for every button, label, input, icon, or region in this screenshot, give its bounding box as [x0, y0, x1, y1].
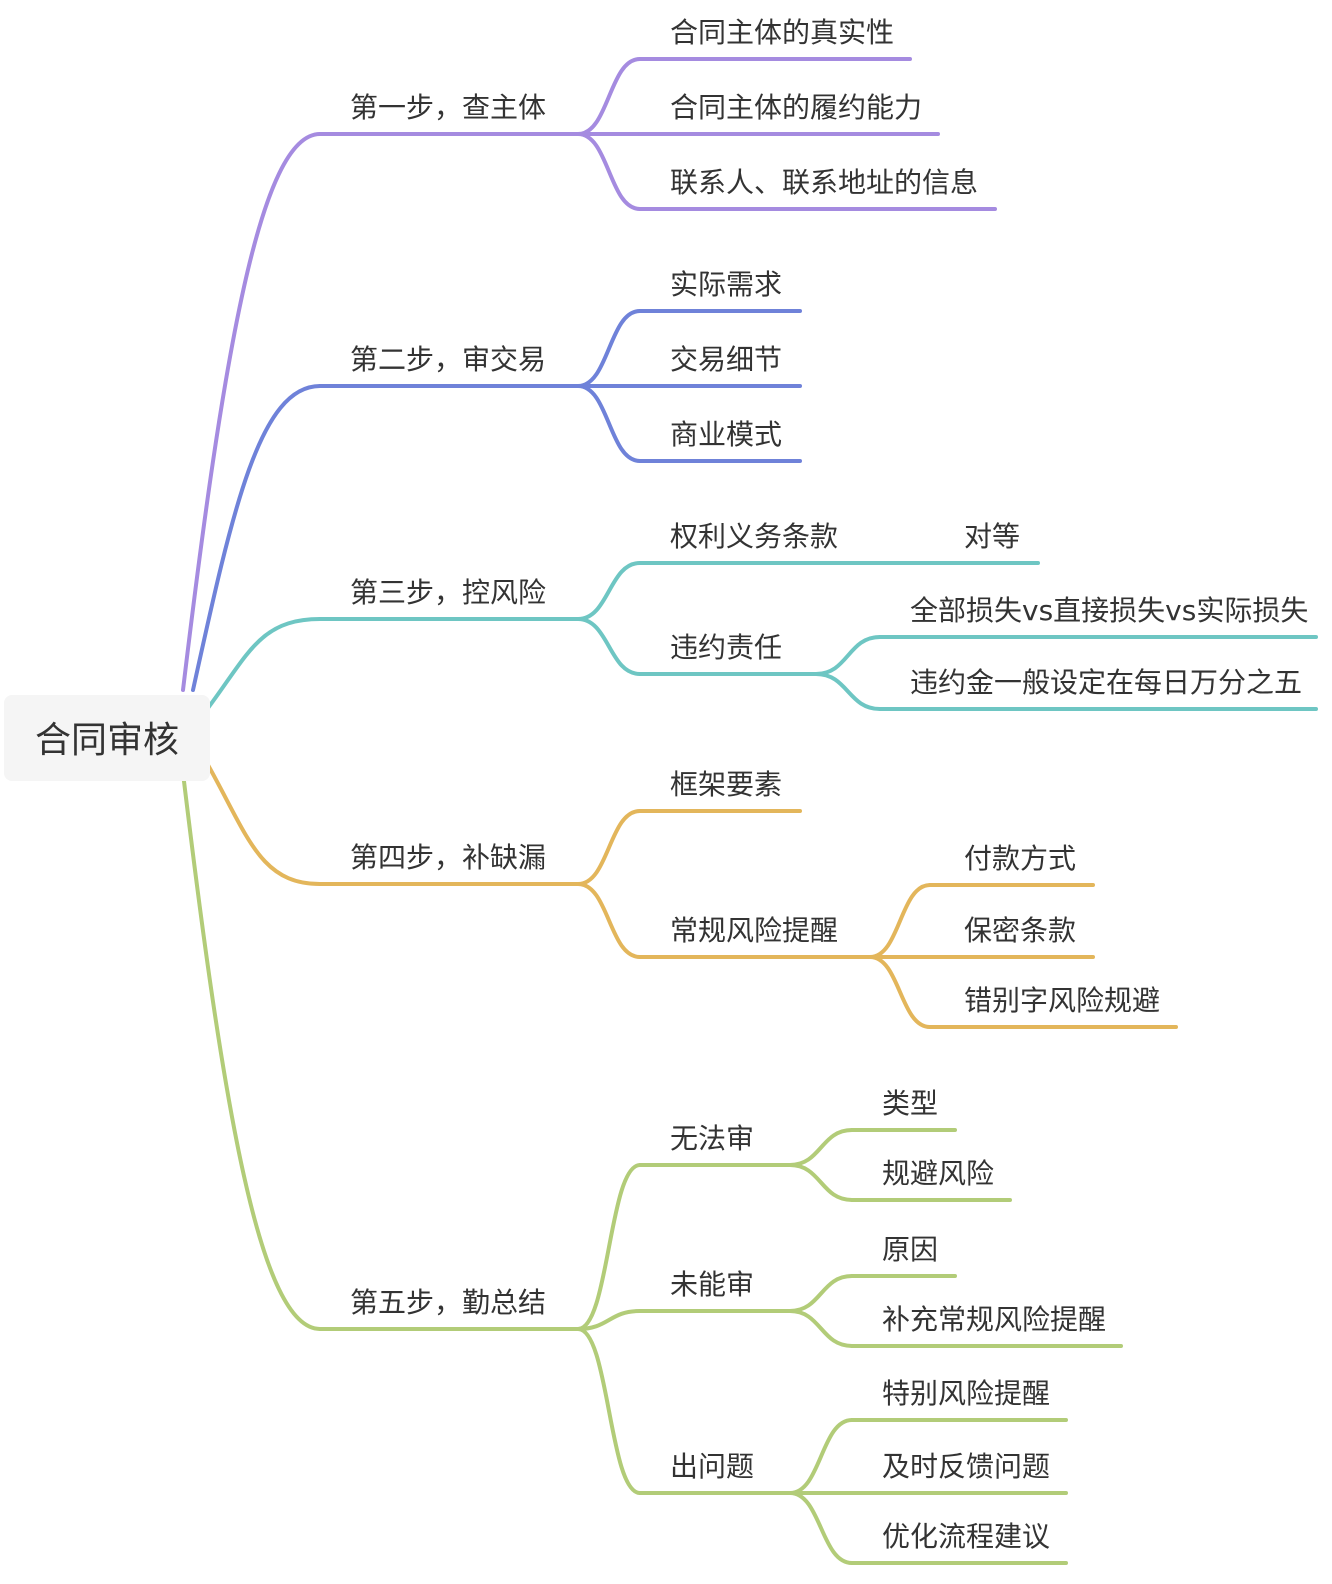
connector-step-5-item-1-sub-2 — [788, 1163, 854, 1202]
connector-step-4-item-2-sub-3 — [868, 955, 932, 1029]
connector-step-5-item-2-sub-1 — [788, 1274, 854, 1313]
step-5-item-1-sub-1-label[interactable]: 类型 — [882, 1087, 938, 1120]
root-node[interactable]: 合同审核 — [4, 695, 210, 781]
connector-step-5-item-2-sub-2 — [788, 1309, 854, 1348]
step-1-item-2-label[interactable]: 合同主体的履约能力 — [670, 91, 922, 124]
step-5-item-3-sub-1-label[interactable]: 特别风险提醒 — [882, 1377, 1050, 1410]
step-5-item-1-sub-2-label[interactable]: 规避风险 — [882, 1157, 994, 1190]
step-5-item-2-sub-2-label[interactable]: 补充常规风险提醒 — [882, 1303, 1106, 1336]
connector-step-4-item-1 — [576, 809, 642, 886]
root-node-box — [4, 695, 210, 781]
step-2-label[interactable]: 第二步，审交易 — [350, 343, 546, 376]
step-3-label[interactable]: 第三步，控风险 — [350, 576, 546, 609]
step-4-item-2-sub-2-label[interactable]: 保密条款 — [964, 914, 1076, 947]
connector-root-step-4 — [206, 763, 322, 886]
step-5-item-2-label[interactable]: 未能审 — [670, 1268, 754, 1301]
step-1-item-1-label[interactable]: 合同主体的真实性 — [670, 16, 894, 49]
connector-step-4-item-2 — [576, 882, 642, 959]
step-3-item-1-label[interactable]: 权利义务条款 — [670, 520, 838, 553]
connector-step-5-item-1 — [576, 1163, 642, 1331]
connector-step-3-item-1 — [576, 561, 642, 621]
step-4-item-2-label[interactable]: 常规风险提醒 — [670, 914, 838, 947]
connector-step-3-item-2-sub-1 — [814, 635, 882, 676]
step-2-item-3-label[interactable]: 商业模式 — [670, 418, 782, 451]
connector-root-step-1 — [181, 132, 322, 692]
connector-step-1-item-1 — [576, 57, 642, 136]
mind-map-connectors — [181, 57, 1318, 1565]
connector-step-5-item-3-sub-1 — [788, 1418, 854, 1495]
step-4-label[interactable]: 第四步，补缺漏 — [350, 841, 546, 874]
connector-root-step-5 — [181, 771, 322, 1331]
root-node-label: 合同审核 — [35, 720, 179, 761]
step-3-item-1-sub-1-label[interactable]: 对等 — [964, 520, 1020, 553]
connector-step-4-item-2-sub-1 — [868, 883, 932, 959]
step-5-item-3-sub-2-label[interactable]: 及时反馈问题 — [882, 1450, 1050, 1483]
step-5-item-2-sub-1-label[interactable]: 原因 — [882, 1233, 938, 1266]
connector-root-step-3 — [206, 617, 322, 710]
step-2-item-2-label[interactable]: 交易细节 — [670, 343, 782, 376]
step-5-item-3-sub-3-label[interactable]: 优化流程建议 — [882, 1520, 1050, 1553]
step-1-item-3-label[interactable]: 联系人、联系地址的信息 — [670, 166, 978, 199]
connector-step-5-item-3 — [576, 1327, 642, 1495]
connector-step-1-item-3 — [576, 132, 642, 211]
connector-step-5-item-1-sub-1 — [788, 1128, 854, 1167]
connector-step-2-item-1 — [576, 309, 642, 388]
connector-step-3-item-2 — [576, 617, 642, 676]
step-5-item-3-label[interactable]: 出问题 — [670, 1450, 754, 1483]
step-4-item-1-label[interactable]: 框架要素 — [670, 768, 782, 801]
step-3-item-2-label[interactable]: 违约责任 — [670, 631, 782, 664]
step-5-label[interactable]: 第五步，勤总结 — [350, 1286, 546, 1319]
step-1-label[interactable]: 第一步，查主体 — [350, 91, 546, 124]
mind-map-nodes: 第一步，查主体 合同主体的真实性合同主体的履约能力联系人、联系地址的信息第二步，审… — [350, 16, 1308, 1553]
step-3-item-2-sub-2-label[interactable]: 违约金一般设定在每日万分之五 — [910, 666, 1302, 699]
step-5-item-1-label[interactable]: 无法审 — [670, 1122, 754, 1155]
step-2-item-1-label[interactable]: 实际需求 — [670, 268, 782, 301]
connector-step-2-item-3 — [576, 384, 642, 463]
step-4-item-2-sub-3-label[interactable]: 错别字风险规避 — [964, 984, 1160, 1017]
connector-root-step-2 — [191, 384, 322, 692]
connector-step-3-item-2-sub-2 — [814, 672, 882, 711]
connector-step-5-item-2 — [576, 1309, 642, 1331]
step-3-item-2-sub-1-label[interactable]: 全部损失vs直接损失vs实际损失 — [910, 594, 1308, 627]
connector-step-5-item-3-sub-3 — [788, 1491, 854, 1565]
step-4-item-2-sub-1-label[interactable]: 付款方式 — [964, 842, 1076, 875]
